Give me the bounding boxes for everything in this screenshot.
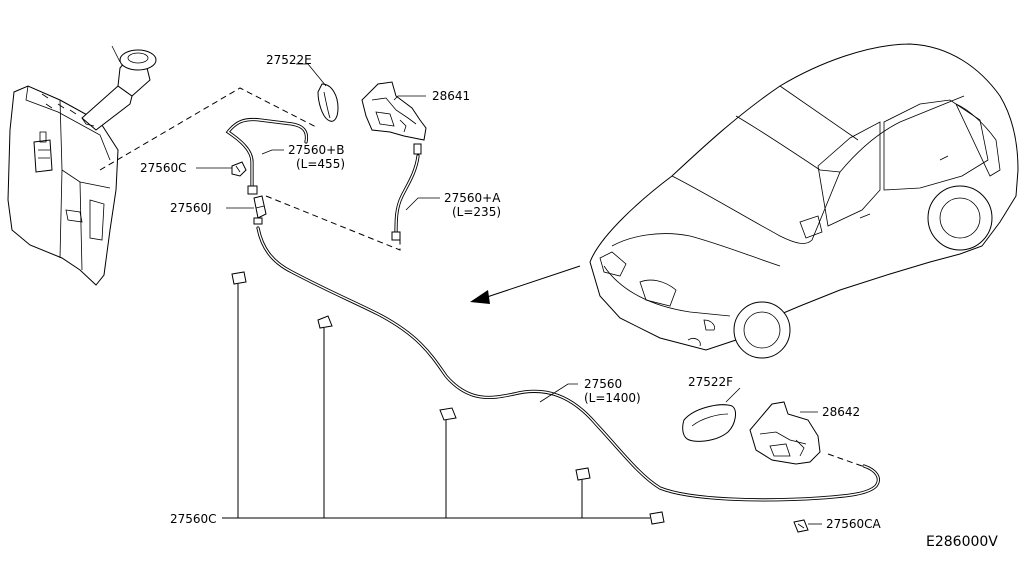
label-27560j: 27560J bbox=[170, 201, 212, 215]
joint-27560j bbox=[253, 195, 267, 225]
clip-27560c bbox=[231, 161, 247, 177]
label-27560a: 27560+A bbox=[444, 191, 501, 205]
label-27560: 27560 bbox=[584, 377, 622, 391]
clip-27560c-bottom bbox=[222, 271, 665, 525]
dashed-leader-right-nozzle bbox=[827, 453, 863, 467]
nozzle-cover-27522e bbox=[317, 83, 339, 122]
pointer-arrow bbox=[470, 265, 581, 304]
label-27560c-bottom: 27560C bbox=[170, 512, 217, 526]
nozzle-28642 bbox=[749, 401, 821, 465]
label-28642: 28642 bbox=[822, 405, 860, 419]
dashed-leader-joint bbox=[265, 195, 401, 251]
label-27560-length: (L=1400) bbox=[584, 391, 641, 405]
label-leaders bbox=[196, 63, 822, 525]
diagram-code: E286000V bbox=[926, 534, 998, 550]
nozzle-28641 bbox=[361, 81, 427, 141]
label-27560a-length: (L=235) bbox=[452, 205, 501, 219]
label-27522f: 27522F bbox=[688, 375, 733, 389]
washer-tank-illustration bbox=[7, 45, 157, 286]
nozzle-cover-27522f bbox=[682, 404, 736, 442]
label-27560b: 27560+B bbox=[288, 143, 344, 157]
label-27560c: 27560C bbox=[140, 161, 187, 175]
clip-27560ca bbox=[793, 519, 809, 533]
dashed-leader-tank bbox=[99, 87, 319, 171]
label-28641: 28641 bbox=[432, 89, 470, 103]
hose-27560-main bbox=[256, 226, 880, 502]
hose-27560a bbox=[391, 143, 422, 241]
label-27522e: 27522E bbox=[266, 53, 312, 67]
label-27560b-length: (L=455) bbox=[296, 157, 345, 171]
hose-27560b bbox=[225, 117, 309, 195]
label-27560ca: 27560CA bbox=[826, 517, 882, 531]
vehicle-illustration bbox=[589, 43, 1019, 359]
